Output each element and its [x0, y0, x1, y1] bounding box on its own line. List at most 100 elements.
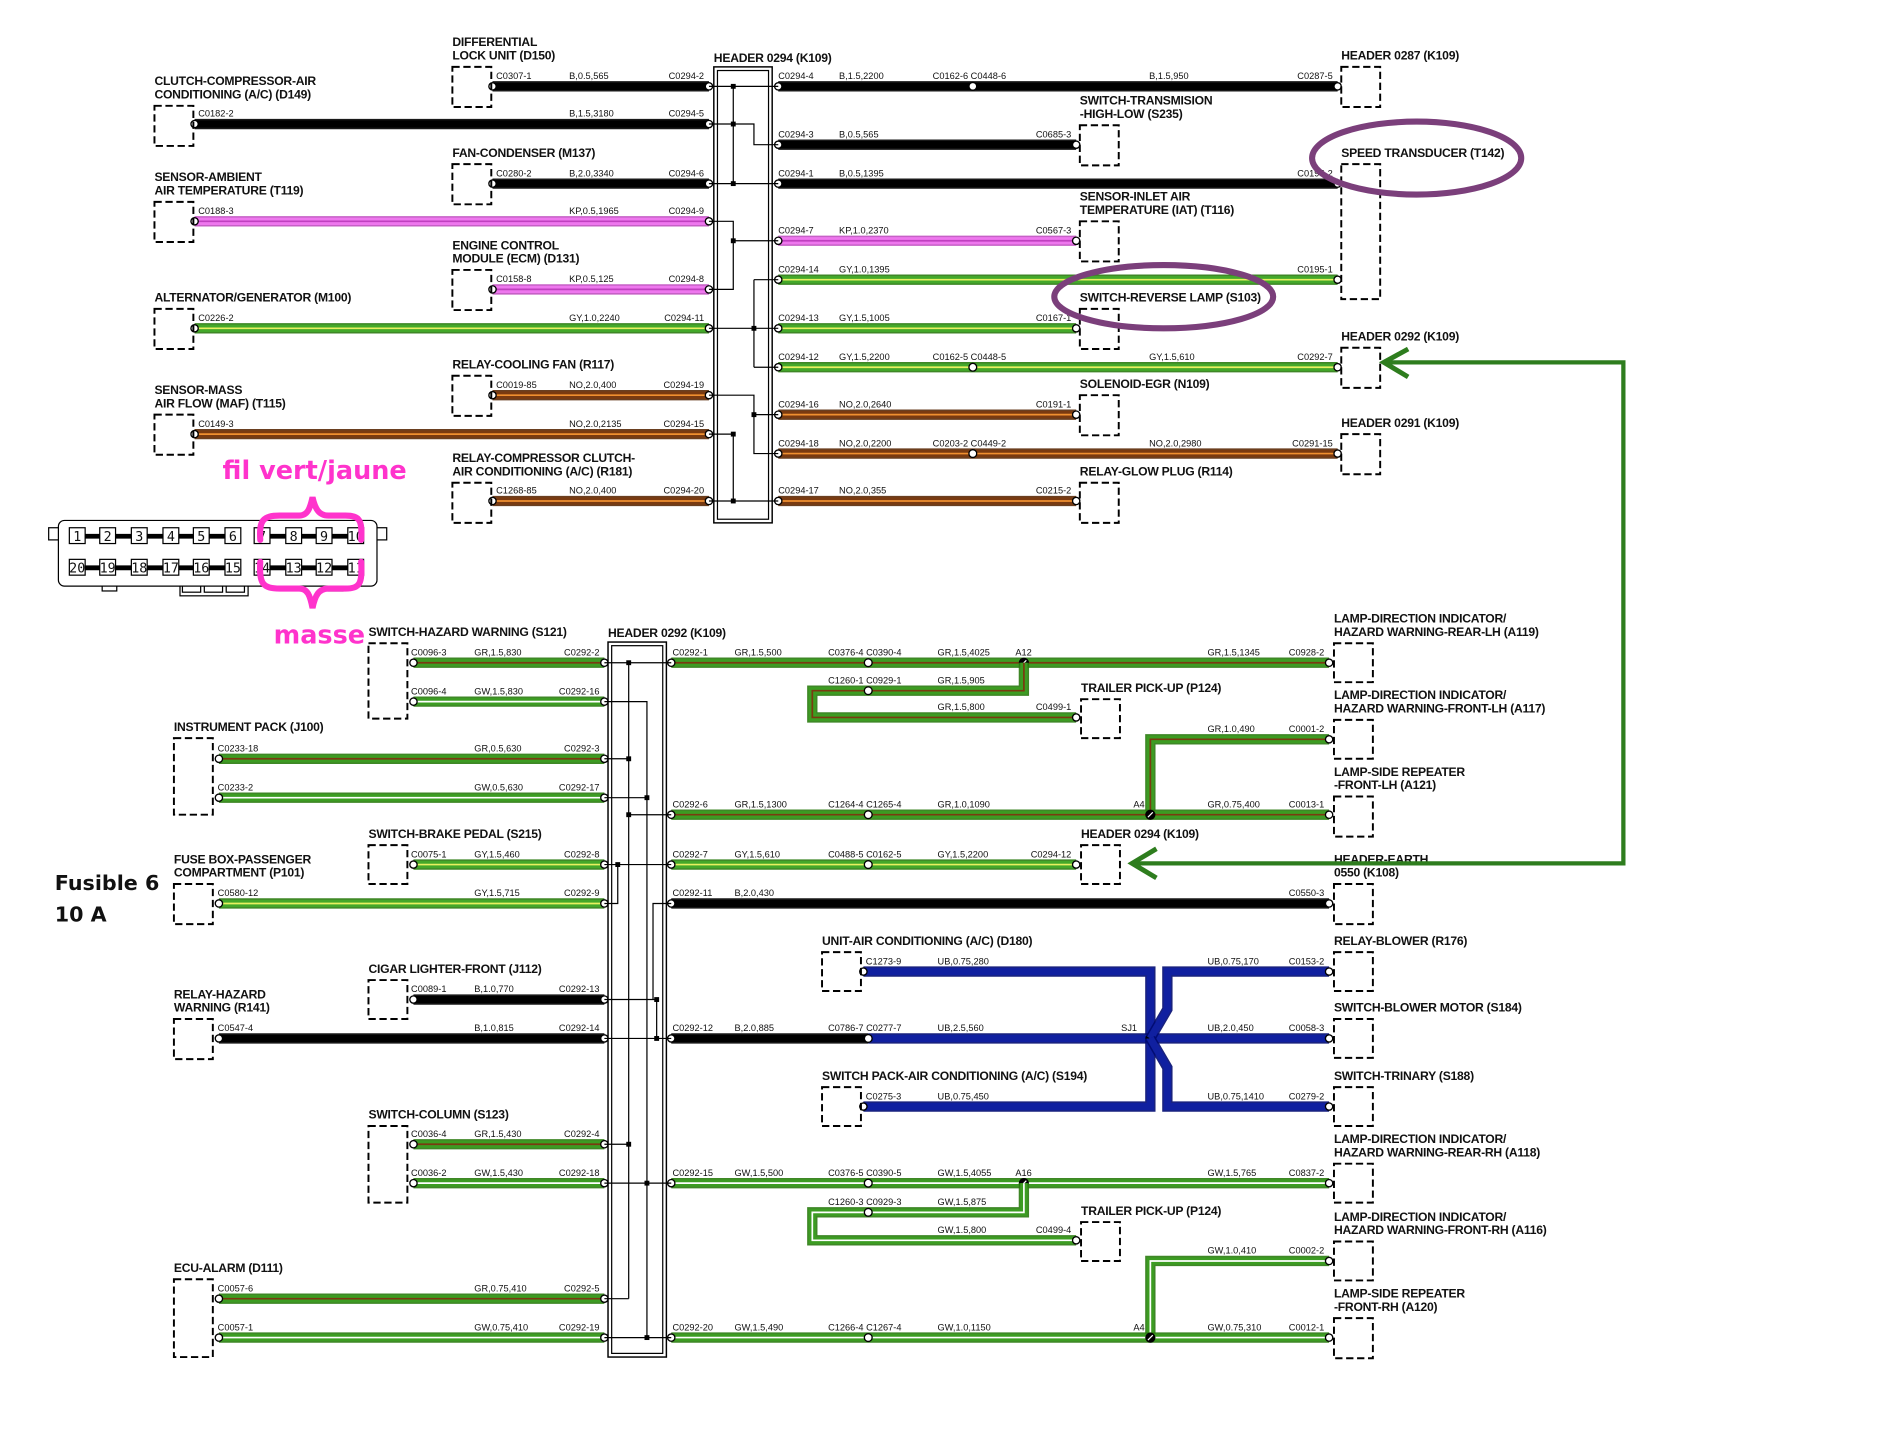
header-node	[644, 1180, 650, 1186]
component-label: AIR CONDITIONING (A/C) (R181)	[452, 464, 632, 478]
wire-label: C0294-12	[1031, 849, 1072, 859]
wire-label: C0292-5	[564, 1283, 599, 1293]
connector-pin	[224, 558, 242, 576]
component-box	[367, 979, 409, 1020]
component-box	[1078, 394, 1120, 437]
wire-label: C0215-2	[1036, 486, 1071, 496]
wire-label: C0580-12	[218, 888, 259, 898]
pin-terminal-icon	[1071, 236, 1081, 246]
arrowhead-icon	[1378, 346, 1410, 380]
wire-label: UB,0.75,1410	[1208, 1091, 1264, 1101]
component-label: SWITCH-COLUMN (S123)	[368, 1108, 508, 1122]
component-box	[1078, 124, 1120, 167]
wire-label: C0057-1	[218, 1322, 253, 1332]
component-label: COMPARTMENT (P101)	[174, 866, 305, 880]
wire-label: C0203-2 C0449-2	[933, 438, 1006, 448]
wire-label: B,1.0,815	[474, 1023, 514, 1033]
wire-label: C0226-2	[198, 313, 233, 323]
wire-label: C0567-3	[1036, 225, 1071, 235]
pin-number: 18	[131, 562, 147, 577]
highlight-circle-reverse-lamp	[1051, 262, 1277, 332]
pin-terminal-icon	[488, 179, 497, 188]
component-box	[367, 1125, 409, 1204]
wire-label: GW,1.5,500	[734, 1168, 783, 1178]
wire-label: B,1.0,770	[474, 984, 514, 994]
header-node	[730, 181, 736, 187]
wire-label: C0096-4	[411, 686, 446, 696]
wire-label: B,0.5,565	[839, 129, 879, 139]
wire-stripe	[811, 662, 1077, 719]
wire-label: C0294-15	[664, 419, 705, 429]
wire-label: C1266-4 C1267-4	[828, 1322, 901, 1332]
wire-label: C0307-1	[496, 71, 531, 81]
component: CIGAR LIGHTER-FRONT (J112)	[367, 962, 542, 1020]
connector-pin	[162, 558, 180, 576]
wire-label: GW,1.5,875	[938, 1197, 987, 1207]
component: SPEED TRANSDUCER (T142)	[1340, 146, 1505, 301]
wire-label: B,1.5,2200	[839, 71, 884, 81]
pin-terminal-icon	[214, 1294, 224, 1303]
wire-label: C0089-1	[411, 984, 446, 994]
wire-label: GR,1.0,1090	[938, 799, 990, 809]
connector-pin	[68, 558, 86, 576]
component-box	[451, 163, 493, 206]
wire-label: C0786-7 C0277-7	[828, 1023, 901, 1033]
pin-terminal-icon	[409, 1139, 418, 1149]
component-label: RELAY-COMPRESSOR CLUTCH-	[452, 451, 635, 465]
component-box	[451, 268, 493, 312]
component: TRAILER PICK-UP (P124)	[1080, 681, 1222, 740]
header-internal-link	[708, 123, 779, 146]
component-label: HEADER 0294 (K109)	[1081, 827, 1199, 841]
wire-label: C0075-1	[411, 849, 446, 859]
wire-body	[863, 967, 1155, 1039]
wire-stripe	[1149, 1260, 1330, 1338]
wire-label: GR,1.0,490	[1208, 724, 1255, 734]
wire-label: NO,2.0,355	[839, 486, 886, 496]
component-box	[367, 642, 409, 720]
wire-label: UB,0.75,170	[1208, 956, 1259, 966]
wire-label: C0191-1	[1036, 399, 1071, 409]
header-internal-link	[604, 701, 648, 1338]
component: LAMP-DIRECTION INDICATOR/HAZARD WARNING-…	[1332, 1132, 1540, 1204]
component-label: SENSOR-MASS	[154, 383, 242, 397]
inline-connector-icon	[863, 810, 873, 820]
component-box	[451, 481, 493, 524]
component-label: TEMPERATURE (IAT) (T116)	[1080, 203, 1234, 217]
wire-label: C0294-8	[669, 274, 704, 284]
component-label: LAMP-DIRECTION INDICATOR/	[1334, 612, 1507, 626]
wire-label: NO,2.0,400	[569, 486, 616, 496]
header-internal-link	[604, 864, 619, 905]
wire-label: A12	[1015, 647, 1031, 657]
component-label: SWITCH-REVERSE LAMP (S103)	[1080, 291, 1261, 305]
pin-number: 4	[167, 530, 175, 545]
wire-label: GR,0.75,400	[1208, 799, 1260, 809]
component-label: DIFFERENTIAL	[452, 35, 538, 49]
component-label: SWITCH-BRAKE PEDAL (S215)	[368, 827, 541, 841]
pin-terminal-icon	[1324, 899, 1334, 908]
wire-label: GY,1.5,460	[474, 849, 520, 859]
pin-terminal-icon	[214, 793, 224, 803]
component-box	[1078, 307, 1120, 350]
wire-label: GY,1.5,610	[1149, 352, 1195, 362]
fuse-note-line1: Fusible 6	[55, 871, 160, 895]
header-block: HEADER 0294 (K109)	[713, 51, 832, 524]
wire-label: B,0.5,1395	[839, 168, 884, 178]
wire-label: C0233-2	[218, 782, 253, 792]
wire-label: A16	[1015, 1168, 1031, 1178]
wire-label: GR,1.5,430	[474, 1129, 521, 1139]
component: SWITCH-BRAKE PEDAL (S215)	[367, 827, 542, 885]
wire-label: C0292-18	[559, 1168, 600, 1178]
component-box	[367, 844, 409, 885]
wire-label: C0036-2	[411, 1168, 446, 1178]
wire-label: GW,1.5,490	[734, 1322, 783, 1332]
